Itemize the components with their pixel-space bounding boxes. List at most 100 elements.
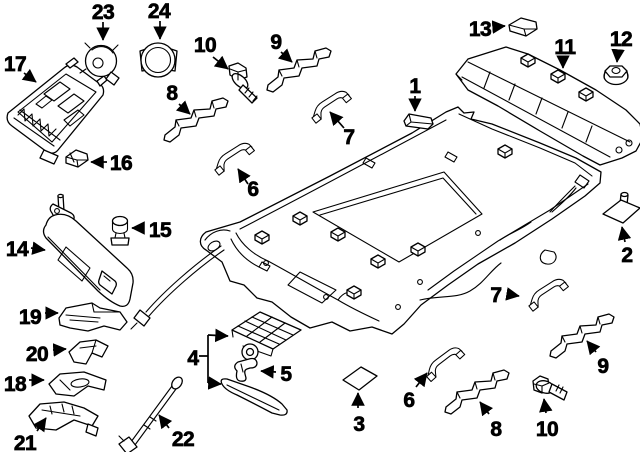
- part-roof-bracket-8-bottom: [444, 369, 510, 415]
- trim-panel-hole: [625, 139, 633, 147]
- bracket-ribs: [65, 302, 121, 323]
- callout-22[interactable]: 22: [158, 414, 195, 451]
- callout-arrow: [505, 287, 520, 301]
- sunroof-opening: [312, 171, 483, 263]
- trim-panel-hole: [615, 146, 623, 154]
- cable-connector: [133, 309, 151, 327]
- callout-arrow: [586, 340, 601, 356]
- part-trim-bracket-20: [68, 339, 109, 365]
- visor-clip-sides: [111, 220, 129, 239]
- callout-15[interactable]: 15: [131, 219, 173, 242]
- callout-arrow: [207, 328, 229, 343]
- callout-arrow: [617, 226, 632, 243]
- lamp-housing-body: [84, 44, 118, 78]
- callout-arrow: [21, 68, 37, 83]
- callout-arrow: [33, 417, 47, 433]
- callout-label: 2: [621, 244, 632, 267]
- trim-panel-ribs: [455, 61, 631, 158]
- visor-bracket-hole: [54, 208, 60, 214]
- callout-19[interactable]: 19: [18, 306, 59, 329]
- bezel-inner: [144, 46, 172, 74]
- part-grid-bracket-4: [231, 311, 302, 361]
- callout-label: 21: [14, 432, 37, 452]
- callout-6-top[interactable]: 6: [237, 168, 259, 201]
- bolt-threads: [533, 382, 564, 394]
- callout-17[interactable]: 17: [3, 53, 37, 83]
- rod-connector: [118, 436, 138, 452]
- callout-10-top[interactable]: 10: [193, 34, 229, 70]
- callout-9-top[interactable]: 9: [270, 31, 293, 63]
- callout-label: 4: [187, 347, 199, 370]
- bolt-threads: [229, 68, 258, 102]
- callout-24[interactable]: 24: [147, 0, 172, 40]
- bracket-outline: [48, 371, 107, 397]
- callout-1[interactable]: 1: [408, 75, 422, 112]
- bracket-rib: [59, 379, 71, 391]
- callout-9-bottom[interactable]: 9: [586, 340, 609, 378]
- callout-7-bottom[interactable]: 7: [490, 284, 520, 307]
- lamp-housing-center: [92, 57, 104, 69]
- hook-clip-line: [240, 363, 244, 373]
- callout-2[interactable]: 2: [617, 226, 633, 267]
- callout-label: 18: [4, 373, 27, 396]
- callout-label: 23: [92, 1, 114, 24]
- callout-16[interactable]: 16: [90, 152, 133, 175]
- part-assist-grip-6-bottom: [420, 343, 470, 383]
- callout-10-bottom[interactable]: 10: [535, 398, 559, 441]
- callout-21[interactable]: 21: [13, 417, 47, 452]
- callout-arrow: [52, 343, 67, 357]
- slot-holes: [258, 151, 458, 272]
- bezel-outer: [140, 42, 176, 78]
- callout-arrow: [479, 401, 494, 417]
- callout-18[interactable]: 18: [3, 373, 45, 396]
- part-pad-2: [602, 191, 640, 224]
- callout-label: 13: [469, 18, 491, 41]
- part-assist-grip-7-top: [306, 87, 356, 125]
- callout-4[interactable]: 4: [187, 328, 229, 390]
- bracket-ribs: [41, 403, 81, 417]
- part-nut-12: [603, 65, 629, 86]
- visor-hook: [98, 270, 117, 295]
- part-visor-clip: [110, 215, 130, 246]
- callout-13[interactable]: 13: [468, 18, 506, 41]
- callout-label: 9: [597, 355, 608, 378]
- callout-label: 17: [4, 53, 26, 76]
- callout-label: 6: [247, 178, 258, 201]
- screw-hole: [323, 294, 329, 300]
- callout-arrow: [207, 376, 222, 390]
- pad-body: [508, 17, 538, 37]
- bracket-ribs: [79, 339, 97, 354]
- callout-label: 15: [149, 219, 172, 242]
- part-antenna-rod: [118, 376, 183, 452]
- nut-sides: [603, 70, 629, 79]
- callout-20[interactable]: 20: [25, 343, 67, 366]
- nut-bore: [611, 66, 621, 75]
- visor-pin-top: [57, 193, 64, 199]
- callout-3[interactable]: 3: [351, 392, 365, 436]
- callout-label: 1: [409, 75, 421, 98]
- callout-8-top[interactable]: 8: [166, 82, 191, 115]
- headliner-outline: [199, 106, 602, 335]
- callout-arrow: [539, 398, 553, 414]
- callout-7-top[interactable]: 7: [329, 111, 355, 149]
- callout-12[interactable]: 12: [609, 28, 633, 63]
- callout-6-bottom[interactable]: 6: [403, 372, 428, 412]
- part-assist-grip-7-bottom: [523, 275, 573, 313]
- callout-arrow: [237, 168, 251, 185]
- part-trim-bracket-21: [28, 401, 99, 437]
- part-bezel-ring: [139, 42, 178, 78]
- part-hook-clip-5: [234, 357, 258, 382]
- callout-label: 24: [148, 0, 171, 23]
- roof-mount-bracket-lines: [405, 113, 434, 127]
- bracket-foot: [85, 423, 99, 437]
- callout-8-bottom[interactable]: 8: [479, 401, 503, 441]
- callout-14[interactable]: 14: [5, 238, 46, 261]
- callout-5[interactable]: 5: [260, 363, 293, 386]
- callout-23[interactable]: 23: [91, 1, 115, 41]
- visor-mirror: [47, 236, 101, 291]
- part-sun-visor: [42, 193, 134, 307]
- console-inner-panels: [17, 73, 97, 143]
- callout-11[interactable]: 11: [554, 36, 577, 69]
- part-trim-bracket-19: [58, 302, 128, 332]
